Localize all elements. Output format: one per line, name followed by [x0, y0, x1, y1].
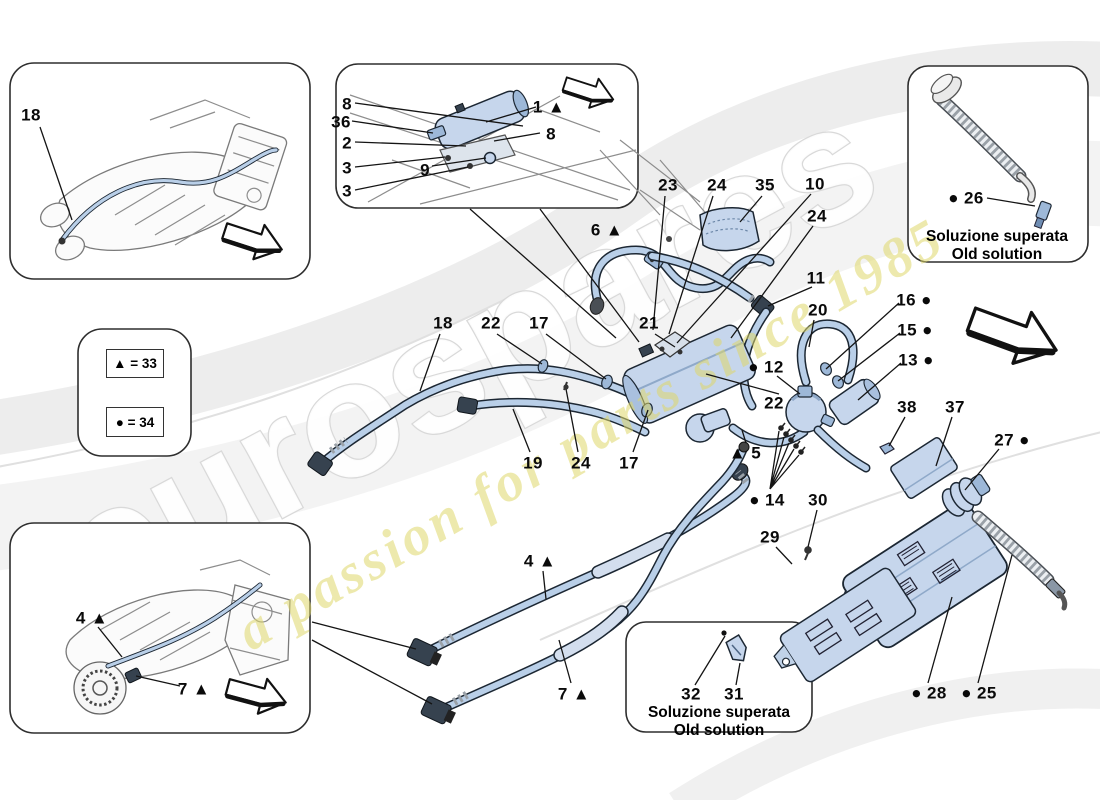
old-solution-caption-it-top: Soluzione superata: [925, 228, 1069, 246]
arrow-top-middle-inset: [561, 76, 615, 109]
callout-18-inset: 18: [21, 105, 41, 125]
hose-7: [420, 441, 750, 725]
callout-19: 19: [523, 453, 543, 473]
fastener-set-14: [778, 422, 806, 455]
callout-18-main: 18: [433, 313, 453, 333]
callout-22-right: 22: [764, 393, 784, 413]
pump-12: [785, 385, 836, 433]
hose-4: [406, 463, 751, 667]
old-solution-caption-it-bottom: Soluzione superata: [647, 704, 791, 722]
bracket-sketch-old-solution: [721, 630, 747, 662]
callout-22-left: 22: [481, 313, 501, 333]
callout-28: ● 28: [911, 683, 947, 703]
engine-sketch-top-left: [39, 99, 288, 261]
callout-32-inset: 32: [681, 684, 701, 704]
callout-17-lower: 17: [619, 453, 639, 473]
callout-24-low: 24: [571, 453, 591, 473]
corrugated-hose-25: [971, 510, 1068, 611]
callout-7-inset: 7 ▲: [177, 679, 211, 699]
callout-24-top: 24: [707, 175, 727, 195]
callout-36-inset: 36: [331, 112, 351, 132]
solenoid-valve-13: [828, 378, 881, 426]
callout-15: 15 ●: [897, 320, 933, 340]
callout-14: ● 14: [749, 490, 785, 510]
arrow-main: [965, 306, 1058, 365]
callout-4-inset: 4 ▲: [75, 608, 109, 628]
callout-37: 37: [945, 397, 965, 417]
callout-8-inset-a: 8: [342, 94, 352, 114]
old-solution-caption-en-bottom: Old solution: [673, 722, 765, 740]
callout-7-main: 7 ▲: [557, 684, 591, 704]
callout-30: 30: [808, 490, 828, 510]
separator-canister-center: [601, 324, 809, 448]
callout-25: ● 25: [961, 683, 997, 703]
callout-35: 35: [755, 175, 775, 195]
callout-13: 13 ●: [898, 350, 934, 370]
callout-17-upper: 17: [529, 313, 549, 333]
engine-tank-sketch-bottom-left: [65, 559, 291, 715]
callout-21: 21: [639, 313, 659, 333]
callout-29: 29: [760, 527, 780, 547]
callout-6: 6 ▲: [590, 220, 624, 240]
callout-24-mid: 24: [807, 206, 827, 226]
callout-3-inset-a: 3: [342, 158, 352, 178]
callout-11: 11: [806, 268, 826, 288]
callout-3-inset-b: 3: [342, 181, 352, 201]
callout-26-inset: ● 26: [948, 188, 984, 208]
direction-arrows: [221, 76, 1058, 715]
legend-triangle-item: ▲ = 33: [106, 349, 164, 378]
callout-9-inset: 9: [420, 160, 430, 180]
callout-38: 38: [897, 397, 917, 417]
leader-lines: [39, 102, 1036, 705]
callout-10: 10: [805, 174, 825, 194]
callout-2-inset: 2: [342, 133, 352, 153]
hose-18: [307, 359, 639, 477]
callout-12: ● 12: [748, 357, 784, 377]
callout-5: ▲ 5: [728, 443, 762, 463]
mounting-bracket-29: [773, 546, 917, 683]
callout-4-main: 4 ▲: [523, 551, 557, 571]
hose-19: [456, 381, 650, 437]
filler-fitting-26: [1033, 200, 1052, 229]
filler-hose-sketch-old-solution: [930, 73, 1052, 229]
callout-31-inset: 31: [724, 684, 744, 704]
old-solution-caption-en-top: Old solution: [951, 246, 1043, 264]
callout-27: 27 ●: [994, 430, 1030, 450]
arrow-bottom-left-inset: [224, 677, 287, 715]
callout-16: 16 ●: [896, 290, 932, 310]
legend-circle-item: ● = 34: [106, 407, 164, 437]
arrow-top-left-inset: [221, 222, 283, 261]
bellows-27: [941, 473, 991, 517]
callout-8-inset-b: 8: [546, 124, 556, 144]
clip-38: [879, 442, 895, 455]
callout-23: 23: [658, 175, 678, 195]
heat-shield-35: [699, 207, 760, 252]
callout-20: 20: [808, 300, 828, 320]
callout-1-inset: 1 ▲: [532, 97, 566, 117]
